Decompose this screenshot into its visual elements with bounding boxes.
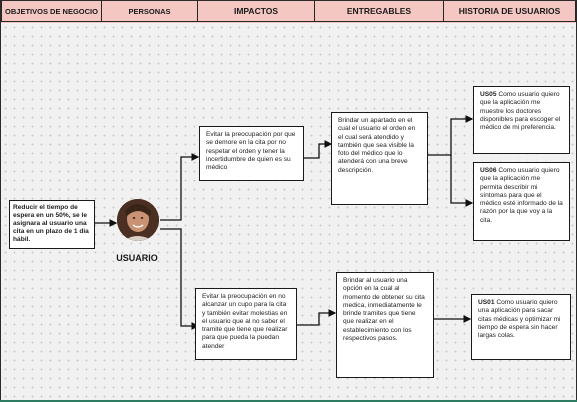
deliverable-card-2[interactable]: Brindar al usuario una opción en la cual…: [336, 272, 434, 378]
bottom-accent-strip: [0, 400, 577, 402]
story-text-us01: Como usuario quiero una aplicación para …: [478, 299, 561, 340]
story-code-us01: US01: [478, 299, 495, 306]
impact-card-1[interactable]: Evitar la preocupación por que se demore…: [199, 126, 304, 181]
persona-avatar: [117, 199, 159, 241]
story-text-us06: Como usuario quiero que la aplicación me…: [480, 167, 563, 224]
story-card-us05[interactable]: US05 Como usuario quiero que la aplicaci…: [473, 86, 570, 154]
header-entregables: ENTREGABLES: [314, 1, 444, 22]
impact-card-2[interactable]: Evitar la preocupación en no alcanzar un…: [195, 288, 297, 360]
story-text-us05: Como usuario quiero que la aplicación me…: [480, 91, 561, 132]
header-historia-de-usuarios: HISTORIA DE USUARIOS: [443, 1, 576, 22]
header-personas: PERSONAS: [101, 1, 198, 22]
header-impactos: IMPACTOS: [197, 1, 315, 22]
story-card-us01[interactable]: US01 Como usuario quiero una aplicación …: [471, 294, 571, 360]
deliverable-card-1[interactable]: Brindar un apartado en el cual el usuari…: [331, 112, 428, 205]
persona-portrait-icon: [117, 199, 159, 241]
header-objetivos: OBJETIVOS DE NEGOCIO: [1, 1, 102, 22]
objective-card[interactable]: Reducir el tiempo de espera en un 50%, s…: [9, 200, 95, 249]
column-header-row: OBJETIVOS DE NEGOCIO PERSONAS IMPACTOS E…: [1, 1, 576, 23]
story-code-us06: US06: [480, 167, 497, 174]
story-code-us05: US05: [480, 91, 497, 98]
persona-label: USUARIO: [116, 253, 158, 263]
story-card-us06[interactable]: US06 Como usuario quiero que la aplicaci…: [473, 162, 570, 241]
